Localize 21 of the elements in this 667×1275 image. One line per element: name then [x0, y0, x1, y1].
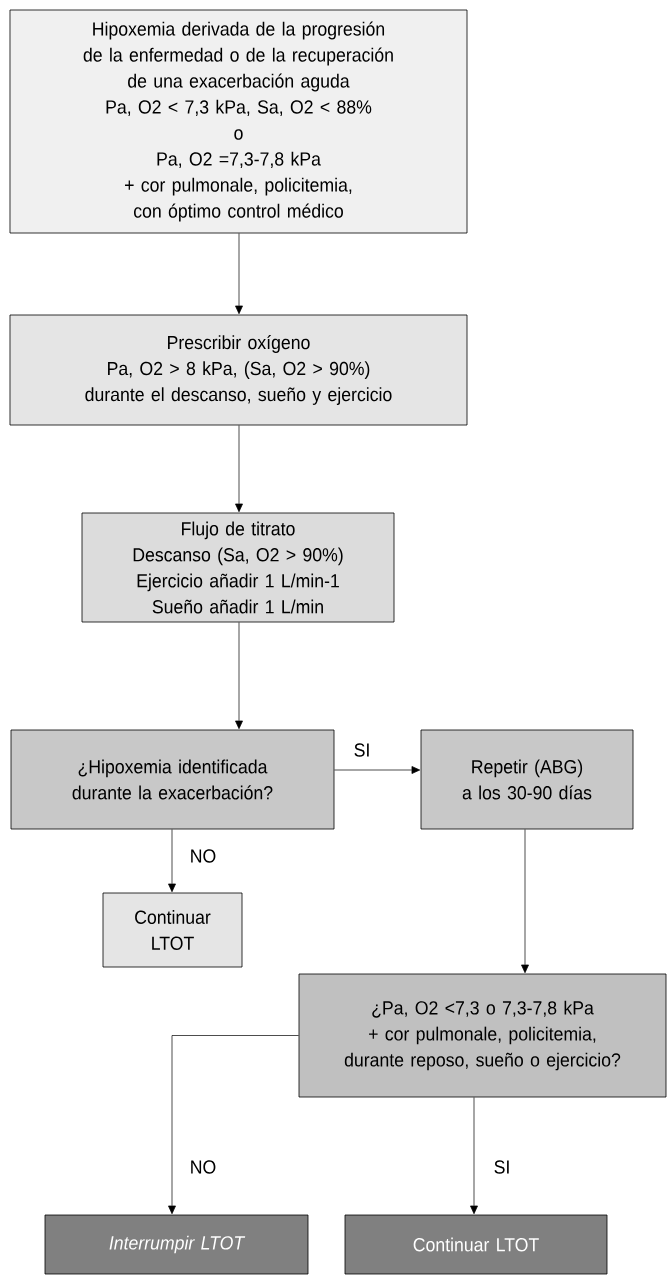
decision-box: ¿Hipoxemia identificada durante la exacerbación? [10, 729, 335, 830]
process-box: Flujo de titrato Descanso (Sa, O2 > 90%) Ejercicio añadir 1 L/min-1 Sueño añadir 1 L/min [81, 512, 395, 623]
edge-label: NO [188, 1159, 218, 1175]
process-box: Interrumpir LTOT [44, 1214, 309, 1275]
process-box: Prescribir oxígeno Pa, O2 > 8 kPa, (Sa, O2 > 90%) durante el descanso, sueño y ejercicio [9, 314, 468, 426]
arrow [235, 425, 243, 513]
arrow [470, 1097, 478, 1215]
edge-label: SI [492, 1159, 512, 1175]
arrow [521, 829, 529, 974]
process-box: Hipoxemia derivada de la progresión de la enfermedad o de la recuperación de una exacerbación aguda Pa, O2 < 7,3 kPa, Sa, O2 < 88% o Pa, O2 =7,3-7,8 kPa + cor pulmonale, policitemia, con óptimo control médico [9, 9, 468, 234]
process-box: Repetir (ABG) a los 30-90 días [420, 729, 634, 830]
arrow [168, 1035, 299, 1215]
edge-label: NO [188, 848, 218, 864]
arrow [235, 233, 243, 315]
process-box: Continuar LTOT [344, 1214, 608, 1275]
edge-label: SI [352, 742, 372, 758]
process-box: Continuar LTOT [102, 892, 243, 968]
decision-box: ¿Pa, O2 <7,3 o 7,3-7,8 kPa + cor pulmonale, policitemia, durante reposo, sueño o ejercicio? [298, 973, 667, 1098]
arrow [168, 829, 176, 893]
arrow [235, 622, 243, 730]
arrow [334, 766, 421, 774]
